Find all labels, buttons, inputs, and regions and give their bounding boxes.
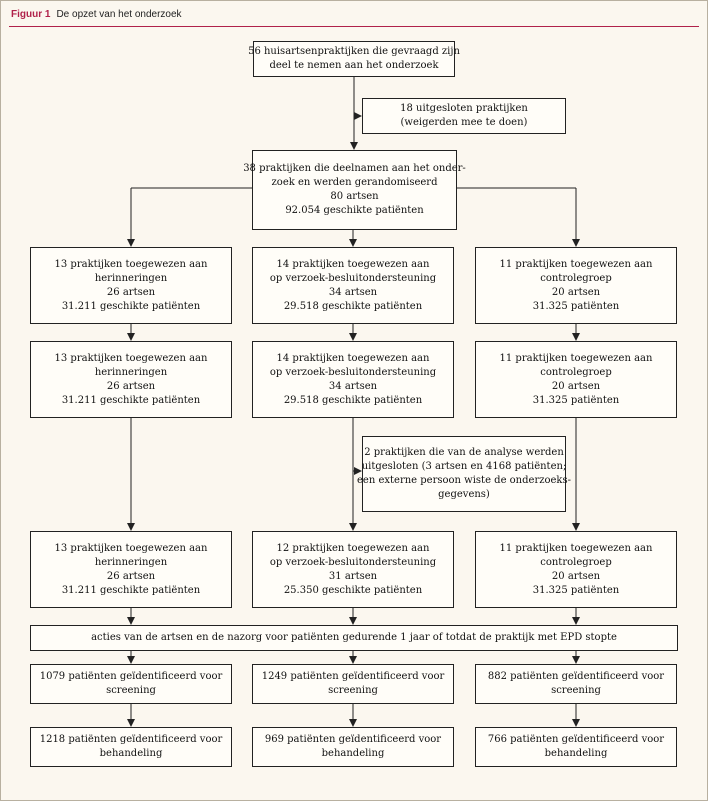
box-treatment-control: 766 patiënten geïdentificeerd voor behan…: [475, 727, 677, 767]
header-rule: [9, 26, 699, 27]
box-allocation-control: 11 praktijken toegewezen aan controlegro…: [475, 247, 677, 324]
box-analysed-control: 11 praktijken toegewezen aan controlegro…: [475, 531, 677, 608]
box-analysed-reminders: 13 praktijken toegewezen aan herinnering…: [30, 531, 232, 608]
box-allocation-decision-support: 14 praktijken toegewezen aan op verzoek-…: [252, 247, 454, 324]
figure-title: De opzet van het onderzoek: [56, 9, 182, 20]
box-followup-reminders: 13 praktijken toegewezen aan herinnering…: [30, 341, 232, 418]
box-screening-reminders: 1079 patiënten geïdentificeerd voor scre…: [30, 664, 232, 704]
figure-label: Figuur 1: [11, 9, 51, 20]
box-followup-control: 11 praktijken toegewezen aan controlegro…: [475, 341, 677, 418]
box-excluded-practices: 18 uitgesloten praktijken (weigerden mee…: [362, 98, 566, 134]
box-treatment-reminders: 1218 patiënten geïdentificeerd voor beha…: [30, 727, 232, 767]
box-invited-practices: 56 huisartsenpraktijken die gevraagd zij…: [248, 41, 460, 77]
box-screening-control: 882 patiënten geïdentificeerd voor scree…: [475, 664, 677, 704]
box-screening-decision-support: 1249 patiënten geïdentificeerd voor scre…: [252, 664, 454, 704]
box-analysis-excluded: 2 praktijken die van de analyse werden u…: [357, 436, 571, 512]
box-treatment-decision-support: 969 patiënten geïdentificeerd voor behan…: [252, 727, 454, 767]
box-analysed-decision-support: 12 praktijken toegewezen aan op verzoek-…: [252, 531, 454, 608]
figure-header: Figuur 1 De opzet van het onderzoek: [11, 9, 182, 25]
box-physician-actions: acties van de artsen en de nazorg voor p…: [30, 625, 678, 651]
box-followup-decision-support: 14 praktijken toegewezen aan op verzoek-…: [252, 341, 454, 418]
box-randomised-practices: 38 praktijken die deelnamen aan het onde…: [243, 150, 466, 230]
box-allocation-reminders: 13 praktijken toegewezen aan herinnering…: [30, 247, 232, 324]
